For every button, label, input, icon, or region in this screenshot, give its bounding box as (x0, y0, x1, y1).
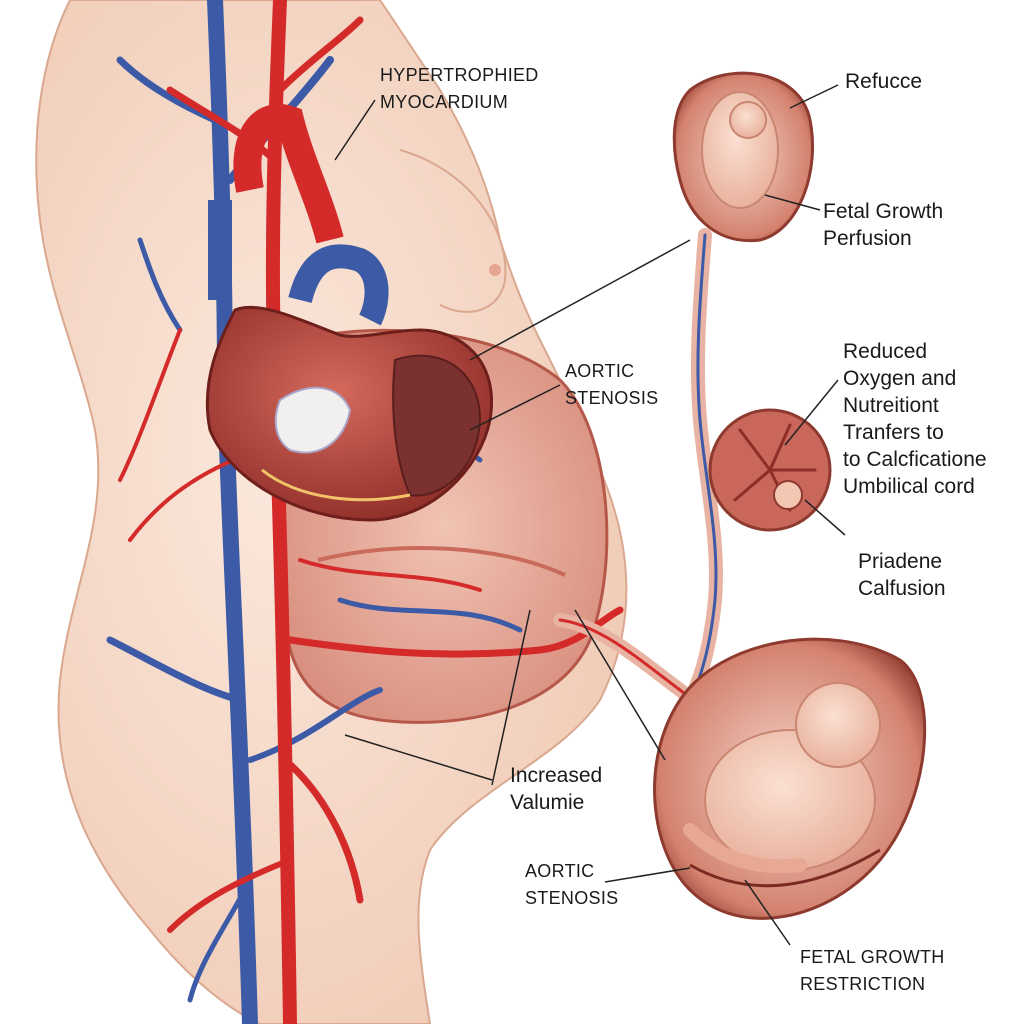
label-reduced-oxygen: Reduced Oxygen and Nutreitiont Tranfers … (843, 338, 987, 500)
label-increased-volume: Increased Valumie (510, 762, 602, 816)
label-line: Oxygen and (843, 367, 957, 390)
label-line: HYPERTROPHIED (380, 65, 539, 85)
label-line: FETAL GROWTH (800, 947, 945, 967)
label-line: MYOCARDIUM (380, 92, 508, 112)
label-line: Refucce (845, 70, 923, 93)
label-line: STENOSIS (525, 888, 619, 908)
label-line: Increased (510, 764, 603, 787)
label-line: Calfusion (858, 577, 946, 600)
label-line: Nutreitiont (843, 394, 939, 417)
label-aortic-stenosis-upper: AORTIC STENOSIS (565, 358, 658, 412)
label-fetal-growth-restriction: FETAL GROWTH RESTRICTION (800, 944, 945, 998)
placenta-illustration (708, 408, 832, 532)
leader-lines (334, 84, 846, 946)
label-line: Reduced (843, 340, 928, 363)
label-line: Perfusion (823, 227, 912, 250)
label-reduce: Refucce (845, 68, 922, 95)
label-fetal-growth-perfusion: Fetal Growth Perfusion (823, 198, 943, 252)
upper-womb-illustration (672, 71, 815, 243)
label-line: Valumie (510, 791, 585, 814)
label-placenta-calcification: Priadene Calfusion (858, 548, 946, 602)
label-line: AORTIC (525, 861, 595, 881)
label-line: AORTIC (565, 361, 635, 381)
heart-illustration (205, 104, 493, 522)
label-line: to Calcficatione (843, 448, 987, 471)
fetus-illustration (653, 637, 927, 920)
label-line: Priadene (858, 550, 943, 573)
label-line: STENOSIS (565, 388, 659, 408)
label-line: Umbilical cord (843, 475, 975, 498)
label-line: Tranfers to (843, 421, 944, 444)
label-hypertrophied-myocardium: HYPERTROPHIED MYOCARDIUM (380, 62, 539, 116)
label-aortic-stenosis-lower: AORTIC STENOSIS (525, 858, 618, 912)
label-line: Fetal Growth (823, 200, 944, 223)
label-line: RESTRICTION (800, 974, 926, 994)
